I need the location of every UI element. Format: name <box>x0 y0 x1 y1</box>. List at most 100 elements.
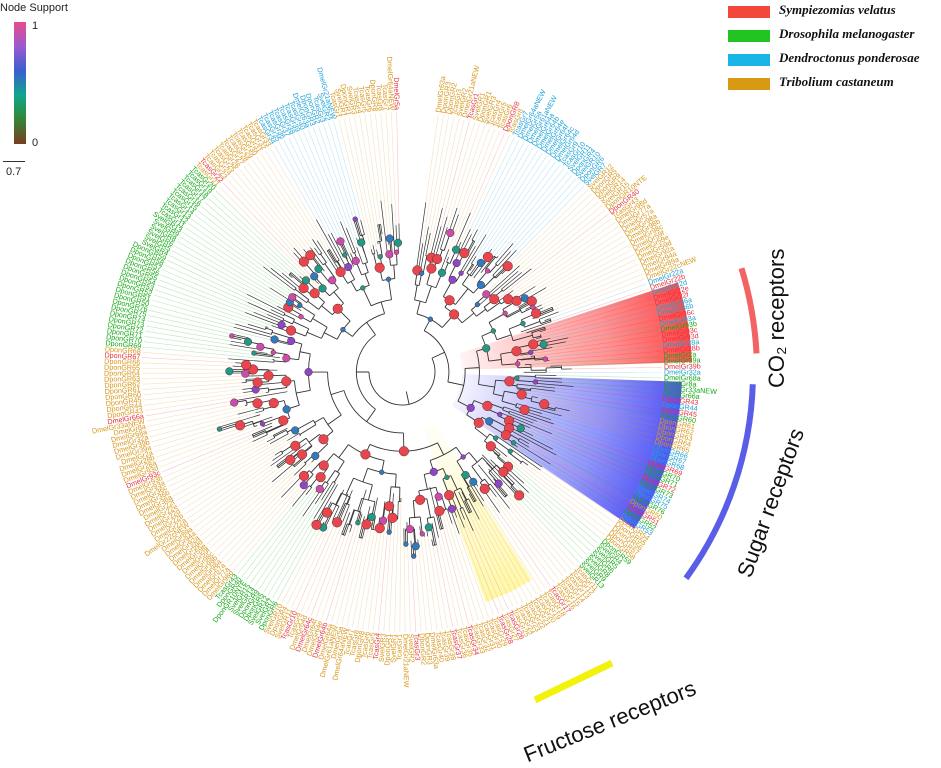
leaf-branch <box>228 359 274 362</box>
clade-arc <box>273 435 274 438</box>
leaf-leader-line <box>572 367 662 369</box>
leaf-leader-line <box>216 191 310 283</box>
leaf-branch <box>248 324 265 329</box>
clade-arc <box>335 470 340 473</box>
clade-arc <box>484 307 487 311</box>
node-support-marker <box>310 273 318 281</box>
node-support-marker <box>353 217 358 222</box>
node-support-marker <box>360 286 365 291</box>
internal-branch <box>311 462 320 472</box>
clade-arc <box>409 517 420 518</box>
node-support-marker <box>286 455 296 465</box>
clade-arc <box>372 254 374 255</box>
leaf-leader-line <box>461 135 509 242</box>
node-support-marker <box>217 427 222 432</box>
internal-branch <box>415 285 418 300</box>
node-support-marker <box>355 520 360 525</box>
node-support-marker <box>503 311 508 316</box>
node-support-marker <box>543 357 548 362</box>
node-support-marker <box>483 252 493 262</box>
node-support-marker <box>528 350 533 355</box>
leaf-branch <box>271 310 284 316</box>
node-support-marker <box>531 309 541 319</box>
leaf-leader-line <box>149 405 262 432</box>
clade-arc <box>252 434 253 437</box>
internal-branch <box>293 322 308 329</box>
node-support-marker <box>362 520 372 530</box>
node-support-marker <box>420 531 425 536</box>
node-support-marker <box>385 250 393 258</box>
node-support-marker <box>435 493 443 501</box>
internal-branch <box>300 352 310 354</box>
leaf-leader-line <box>459 127 490 214</box>
node-support-marker <box>438 269 446 277</box>
leaf-leader-line <box>204 482 273 540</box>
legend-swatch <box>728 30 770 42</box>
leaf-branch <box>254 312 282 323</box>
clade-arc <box>354 478 373 485</box>
leaf-branch <box>254 423 286 437</box>
internal-branch <box>365 274 369 286</box>
internal-branch <box>541 320 551 323</box>
leaf-branch <box>275 451 281 455</box>
internal-branch <box>363 288 371 306</box>
leaf-leader-line <box>171 442 267 492</box>
leaf-leader-line <box>357 530 374 629</box>
node-support-marker <box>315 265 323 273</box>
node-support-marker <box>388 513 398 523</box>
node-support-marker <box>319 285 327 293</box>
internal-branch <box>482 458 492 469</box>
internal-branch <box>324 333 337 340</box>
leaf-leader-line <box>219 187 319 289</box>
internal-branch <box>327 470 335 482</box>
node-support-marker <box>378 254 383 259</box>
node-support-marker <box>501 430 511 440</box>
node-support-marker <box>322 508 332 518</box>
leaf-leader-line <box>522 206 602 273</box>
leaf-leader-line <box>143 383 242 390</box>
internal-branch <box>476 309 485 316</box>
internal-branch <box>365 263 368 272</box>
legend-swatch <box>728 54 770 66</box>
node-support-marker <box>257 343 265 351</box>
node-support-marker <box>264 371 274 381</box>
node-support-marker <box>253 399 263 409</box>
leaf-leader-line <box>470 138 514 230</box>
node-support-marker <box>521 321 526 326</box>
node-support-marker <box>283 354 291 362</box>
node-support-marker <box>244 338 252 346</box>
leaf-leader-line <box>556 376 662 378</box>
leaf-leader-line <box>205 202 292 277</box>
node-support-marker <box>357 239 365 247</box>
leaf-branch <box>248 302 284 318</box>
leaf-branch <box>350 525 352 532</box>
leaf-branch <box>245 312 281 326</box>
node-support-marker <box>332 518 342 528</box>
internal-branch <box>484 277 495 288</box>
node-support-marker <box>444 490 454 500</box>
node-support-marker <box>299 314 304 319</box>
leaf-leader-line <box>238 506 293 573</box>
node-support-marker <box>300 481 308 489</box>
leaf-branch <box>373 245 375 253</box>
leaf-branch <box>407 522 408 544</box>
internal-branch <box>266 328 273 330</box>
internal-branch <box>309 434 319 442</box>
node-support-marker <box>291 427 299 435</box>
internal-branch <box>331 390 344 394</box>
leaf-leader-line <box>394 519 397 632</box>
clade-arc <box>330 288 339 295</box>
clade-arc <box>322 327 328 338</box>
leaf-branch <box>267 438 275 442</box>
node-support-marker <box>336 267 346 277</box>
node-support-marker <box>386 277 391 282</box>
node-support-marker <box>411 554 416 559</box>
legend-label: Tribolium castaneum <box>779 74 894 90</box>
node-support-marker <box>316 472 326 482</box>
clade-arc <box>353 252 355 253</box>
node-support-colorbar <box>14 22 26 144</box>
clade-arc <box>391 487 400 488</box>
node-support-marker <box>403 542 408 547</box>
clade-arc <box>268 388 269 392</box>
leaf-leader-line <box>470 156 547 271</box>
